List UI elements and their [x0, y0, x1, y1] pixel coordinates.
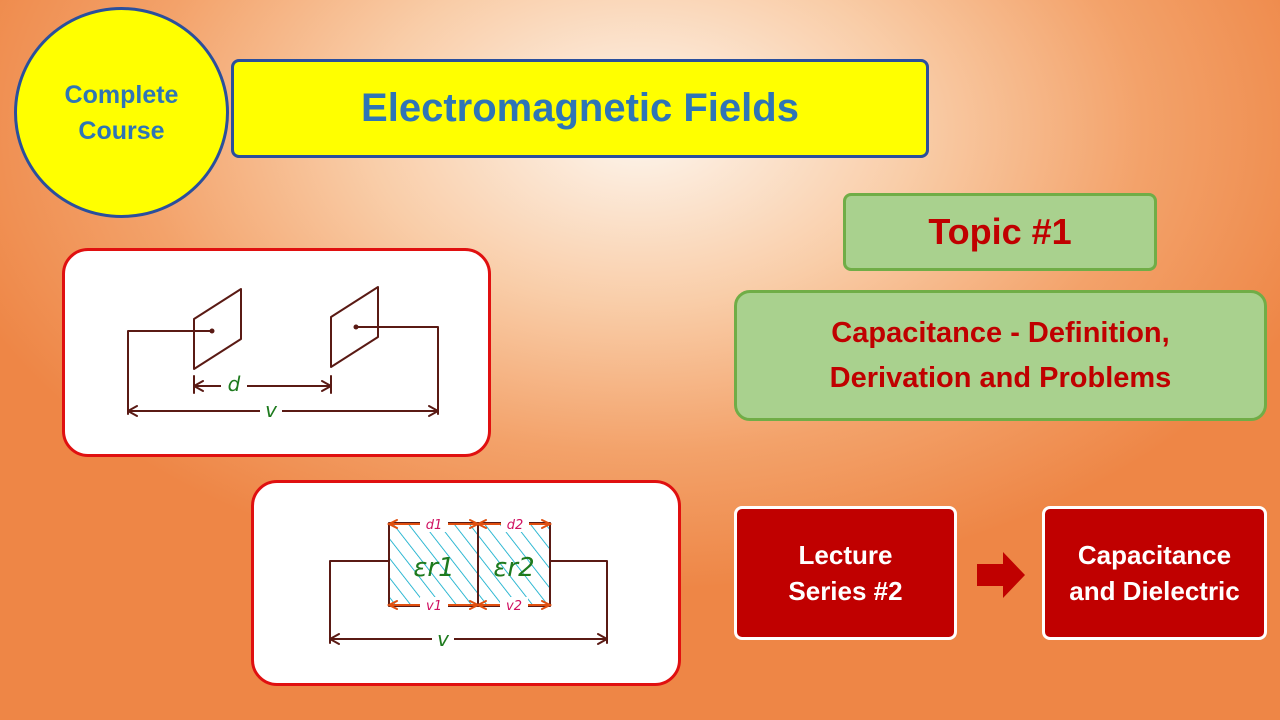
dielectric-capacitor-diagram: d1 d2 εr1 εr2 v1 v2 v	[329, 516, 608, 651]
subtitle-line-1: Capacitance - Definition,	[831, 316, 1170, 349]
voltage-label: v	[437, 627, 450, 651]
gap-label: d	[228, 372, 241, 396]
course-title: Electromagnetic Fields	[361, 86, 799, 130]
epsilon-r1-label: εr1	[413, 553, 454, 583]
d2-label: d2	[507, 518, 524, 533]
next-lecture-box: Capacitance and Dielectric	[1042, 506, 1267, 640]
d1-label: d1	[426, 518, 443, 533]
course-title-box: Electromagnetic Fields	[231, 59, 929, 158]
left-wire	[127, 330, 213, 415]
topic-label: Topic #1	[928, 211, 1072, 252]
lecture-line-1: Lecture	[798, 540, 893, 570]
left-plate	[193, 288, 242, 370]
dielectric-capacitor-diagram-card: d1 d2 εr1 εr2 v1 v2 v	[251, 480, 681, 686]
parallel-plate-diagram: d v	[127, 286, 439, 422]
arrow-right-icon	[977, 552, 1025, 598]
dielectric-region	[389, 523, 550, 606]
complete-course-badge: Complete Course	[14, 7, 229, 218]
next-line-1: Capacitance	[1077, 540, 1232, 570]
left-wire	[329, 560, 390, 644]
parallel-plate-diagram-card: d v	[62, 248, 491, 457]
badge-line-2: Course	[78, 116, 165, 145]
next-line-2: and Dielectric	[1069, 576, 1240, 606]
topic-subtitle-box: Capacitance - Definition, Derivation and…	[734, 290, 1267, 421]
right-wire	[355, 326, 439, 415]
v2-label: v2	[506, 599, 522, 614]
topic-box: Topic #1	[843, 193, 1157, 271]
lecture-series-box: Lecture Series #2	[734, 506, 957, 640]
badge-line-1: Complete	[64, 80, 179, 109]
right-plate	[330, 286, 379, 368]
v1-label: v1	[426, 599, 442, 614]
subtitle-line-2: Derivation and Problems	[829, 361, 1172, 394]
epsilon-r2-label: εr2	[493, 553, 534, 583]
right-wire	[549, 560, 608, 644]
lecture-line-2: Series #2	[788, 576, 903, 606]
voltage-label: v	[265, 398, 278, 422]
